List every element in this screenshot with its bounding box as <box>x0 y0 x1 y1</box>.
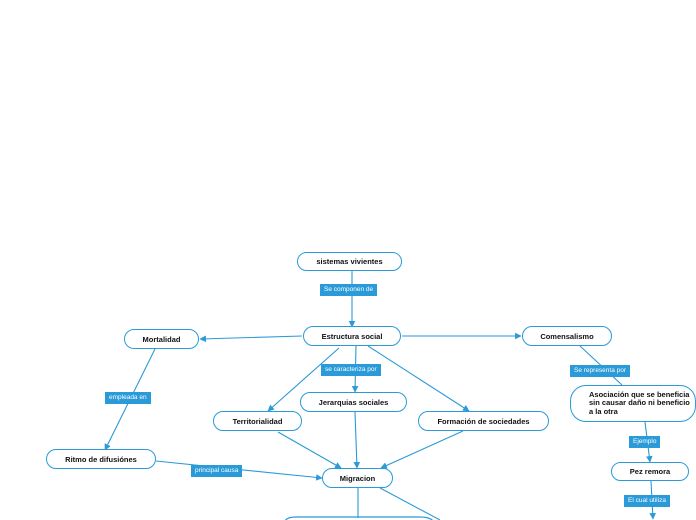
edge-territorialidad-migracion <box>277 431 342 469</box>
label-principal-causa: principal causa <box>191 465 243 477</box>
edge-jerarquias-migracion <box>353 411 361 469</box>
edge-formacion-migracion <box>380 430 464 469</box>
edge-estructura-formacion <box>367 345 470 412</box>
label-se-componen-de: Se componen de <box>320 284 378 296</box>
node-partial-bottom-outline <box>284 516 433 520</box>
node-jerarquias-sociales[interactable]: Jerarquias sociales <box>300 392 407 412</box>
node-sistemas-vivientes[interactable]: sistemas vivientes <box>297 252 402 271</box>
node-formacion-sociedades[interactable]: Formación de sociedades <box>418 411 549 431</box>
node-ritmo-difusiones[interactable]: Ritmo de difusiónes <box>46 449 156 469</box>
label-el-cual-utiliza: El cual utiliza <box>624 495 670 507</box>
node-comensalismo[interactable]: Comensalismo <box>522 326 612 346</box>
node-migracion[interactable]: Migracion <box>322 468 393 488</box>
node-territorialidad[interactable]: Territorialidad <box>213 411 302 431</box>
edge-estructura-mortalidad <box>199 335 303 343</box>
node-mortalidad[interactable]: Mortalidad <box>124 329 199 349</box>
node-pez-remora[interactable]: Pez remora <box>611 462 689 481</box>
label-se-representa-por: Se representa por <box>570 365 631 377</box>
label-se-caracteriza-por: se caracteriza por <box>321 364 381 376</box>
label-ejemplo: Ejemplo <box>629 436 661 448</box>
node-estructura-social[interactable]: Estructura social <box>303 326 401 346</box>
node-asociacion[interactable]: Asociación que se beneficia sin causar d… <box>570 385 696 422</box>
edge-estructura-territorialidad <box>267 347 340 412</box>
edge-migracion-down-right <box>379 487 441 520</box>
label-empleada-en: empleada en <box>105 392 151 404</box>
